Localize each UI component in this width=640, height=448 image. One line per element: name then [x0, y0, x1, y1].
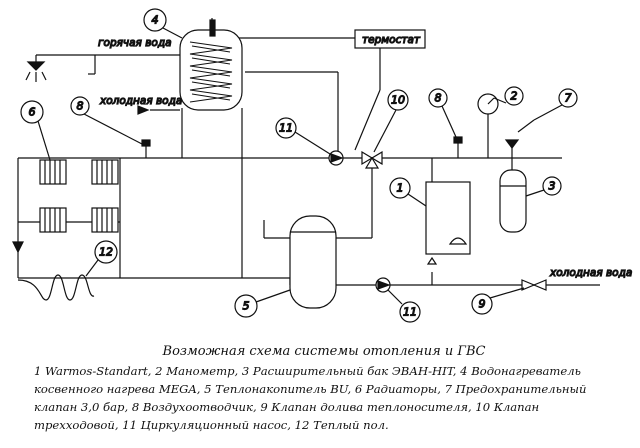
air-vent-left: [141, 139, 151, 147]
safety-valve: [504, 119, 535, 149]
thermostat-label: термостат: [362, 34, 421, 46]
heat-accumulator: [289, 215, 337, 309]
callout-2: 2: [511, 90, 518, 103]
pump-upper: [328, 150, 344, 166]
caption-legend: 1 Warmos-Standart, 2 Манометр, 3 Расшири…: [34, 364, 587, 432]
callout-8-left: 8: [77, 100, 84, 113]
pipe-network: [17, 18, 600, 286]
air-vent-right: [453, 136, 463, 144]
caption-title: Возможная схема системы отопления и ГВС: [162, 344, 486, 359]
pump-left: [12, 241, 24, 254]
shower-icon: [25, 61, 47, 82]
floor-heating-loop: [17, 274, 95, 301]
water-heater: [179, 19, 243, 111]
callouts: 4 6 8 10 11 8 2 7 1 3 12 5 11 9: [20, 8, 578, 323]
make-up-valve: [521, 279, 547, 291]
pump-lower: [375, 277, 391, 293]
callout-10: 10: [391, 94, 405, 107]
figure-caption: Возможная схема системы отопления и ГВС …: [34, 344, 614, 434]
callout-4: 4: [152, 14, 159, 27]
thermostat-box: [354, 29, 426, 49]
expansion-tank: [499, 169, 527, 233]
callout-11-lower: 11: [403, 306, 417, 319]
callout-8-right: 8: [435, 92, 442, 105]
callout-6: 6: [29, 106, 36, 119]
cold-water-arrow-top: [137, 105, 150, 115]
boiler: [425, 181, 471, 265]
callout-11-upper: 11: [279, 122, 293, 135]
cold-water-label-top: холодная вода: [99, 95, 182, 107]
manometer: [477, 93, 499, 115]
callout-5: 5: [243, 300, 250, 313]
callout-3: 3: [549, 180, 556, 193]
hot-water-label: горячая вода: [98, 37, 172, 49]
three-way-valve: [361, 150, 383, 169]
callout-12: 12: [99, 246, 113, 259]
callout-9: 9: [479, 298, 486, 311]
callout-7: 7: [565, 92, 572, 105]
heating-scheme-diagram: горячая вода холодная вода холодная вода…: [12, 8, 633, 323]
cold-water-label-bottom: холодная вода: [549, 267, 632, 279]
callout-1: 1: [397, 182, 404, 195]
radiators: [39, 159, 119, 233]
